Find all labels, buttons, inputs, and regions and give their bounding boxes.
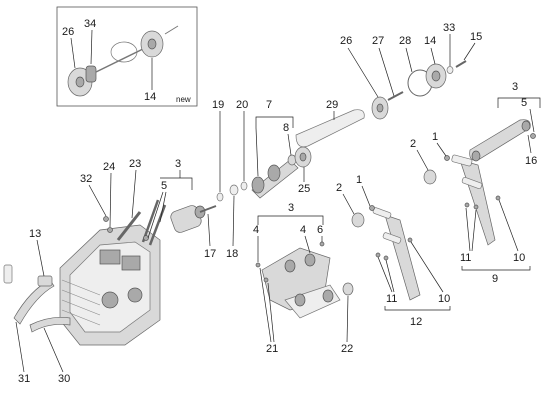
gear-25 bbox=[294, 146, 312, 168]
callout-13: 13 bbox=[29, 228, 41, 240]
chain-guide-30 bbox=[29, 316, 71, 333]
pipe-29 bbox=[295, 109, 365, 148]
callout-30: 30 bbox=[58, 373, 70, 385]
callout-9: 9 bbox=[492, 273, 498, 285]
callout-1-right: 1 bbox=[432, 131, 438, 143]
callout-29: 29 bbox=[326, 99, 338, 111]
callout-19: 19 bbox=[212, 99, 224, 111]
gear-26 bbox=[371, 96, 389, 120]
chain-guide-31 bbox=[13, 279, 55, 325]
callout-5-right: 5 bbox=[521, 97, 527, 109]
callout-31: 31 bbox=[18, 373, 30, 385]
callout-16: 16 bbox=[525, 155, 537, 167]
inset-box: 26 34 14 new bbox=[56, 6, 198, 107]
support-9-fasteners bbox=[444, 155, 501, 210]
callout-24: 24 bbox=[103, 161, 115, 173]
callout-3-center: 3 bbox=[288, 202, 294, 214]
bolt-27 bbox=[387, 91, 404, 101]
callout-26: 26 bbox=[340, 35, 352, 47]
callout-5-left: 5 bbox=[161, 180, 167, 192]
bolt-23 bbox=[116, 211, 142, 241]
callout-28: 28 bbox=[399, 35, 411, 47]
callout-20: 20 bbox=[236, 99, 248, 111]
callout-23: 23 bbox=[129, 158, 141, 170]
callout-11-middle: 11 bbox=[386, 293, 397, 305]
callout-3-right: 3 bbox=[512, 81, 518, 93]
bolt-5-left bbox=[141, 199, 167, 246]
callout-22: 22 bbox=[341, 343, 353, 355]
callout-18: 18 bbox=[226, 248, 238, 260]
inset-new-tag: new bbox=[176, 95, 191, 104]
rocker-left bbox=[170, 205, 217, 233]
callout-33: 33 bbox=[443, 22, 455, 34]
inset-bushing-34 bbox=[85, 65, 97, 83]
cylinder-head bbox=[59, 224, 161, 346]
callout-34: 34 bbox=[84, 18, 96, 30]
gear-2-right bbox=[423, 169, 437, 185]
camshaft-7 bbox=[251, 154, 299, 199]
callout-1-middle: 1 bbox=[356, 174, 362, 186]
callout-27: 27 bbox=[372, 35, 384, 47]
callout-15: 15 bbox=[470, 31, 482, 43]
callout-32: 32 bbox=[80, 173, 92, 185]
callout-4-right: 4 bbox=[300, 224, 306, 236]
callouts: 13 31 30 32 24 23 5 3 17 18 19 20 bbox=[15, 22, 541, 385]
callout-7: 7 bbox=[266, 99, 272, 111]
washer-33 bbox=[446, 66, 454, 74]
callout-11-right: 11 bbox=[460, 252, 471, 264]
bolt-15 bbox=[455, 60, 467, 68]
gear-2-middle bbox=[351, 212, 365, 228]
callout-3-left: 3 bbox=[175, 158, 181, 170]
washers-18-19-20 bbox=[216, 181, 248, 202]
callout-8: 8 bbox=[283, 122, 289, 134]
callout-14: 14 bbox=[424, 35, 436, 47]
callout-10-middle: 10 bbox=[438, 293, 450, 305]
callout-17: 17 bbox=[204, 248, 216, 260]
inset-gear-14 bbox=[140, 30, 164, 58]
callout-25: 25 bbox=[298, 183, 310, 195]
callout-10-right: 10 bbox=[513, 252, 525, 264]
callout-26-inset: 26 bbox=[62, 26, 74, 38]
support-9 bbox=[451, 154, 496, 246]
callout-12: 12 bbox=[410, 316, 422, 328]
tensioner-13 bbox=[3, 264, 53, 287]
cover-14 bbox=[425, 63, 447, 89]
callout-21: 21 bbox=[266, 343, 278, 355]
support-12-fasteners bbox=[369, 205, 413, 261]
callout-2-middle: 2 bbox=[336, 182, 342, 194]
callout-14-inset: 14 bbox=[144, 91, 156, 103]
callout-4-left: 4 bbox=[253, 224, 259, 236]
nuts-24-32 bbox=[103, 216, 149, 241]
nut-22 bbox=[342, 282, 354, 296]
callout-2-right: 2 bbox=[410, 138, 416, 150]
rocker-right bbox=[469, 119, 536, 162]
support-12 bbox=[372, 207, 421, 301]
callout-6: 6 bbox=[317, 224, 323, 236]
rocker-bracket bbox=[261, 247, 341, 319]
